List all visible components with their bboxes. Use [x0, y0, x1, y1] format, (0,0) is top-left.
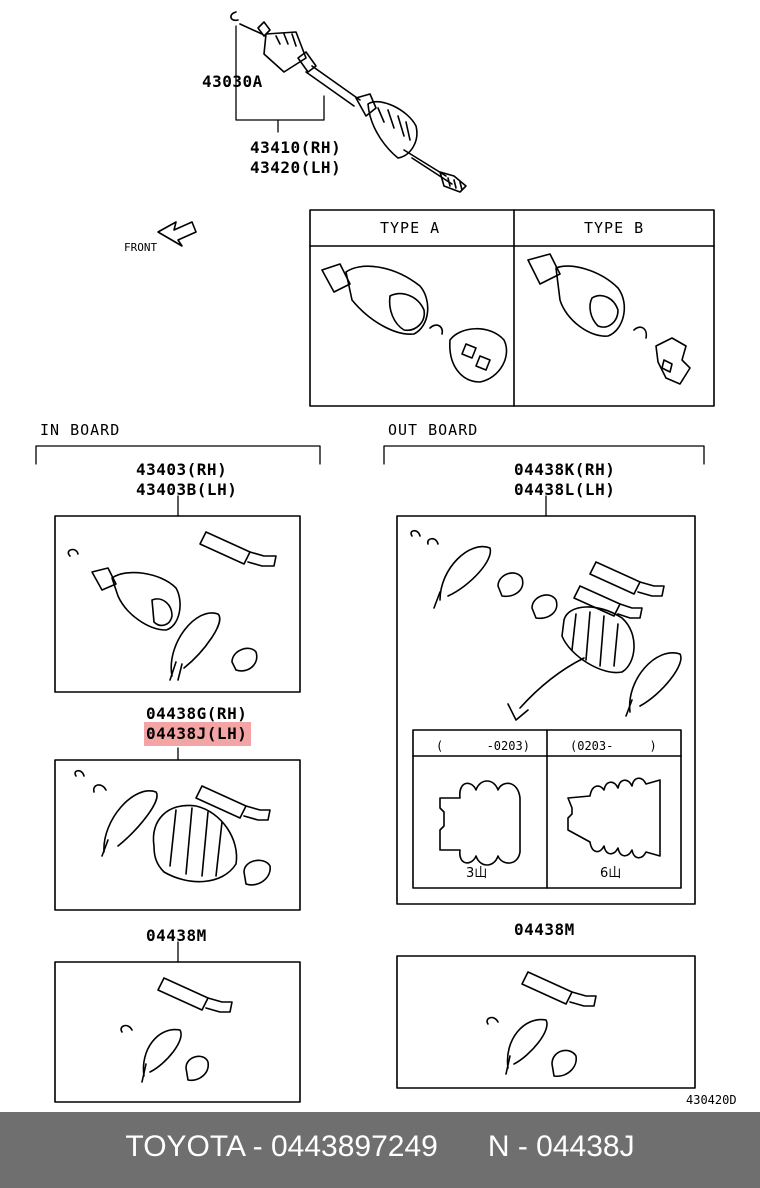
label-period-after: (0203- )	[570, 739, 657, 753]
footer-brand-part-number: TOYOTA - 0443897249	[125, 1130, 438, 1163]
label-type-b: TYPE B	[584, 219, 645, 237]
label-outboard-kit[interactable]: 04438M	[514, 920, 575, 939]
footer-bar: TOYOTA - 0443897249 N - 04438J	[0, 1112, 760, 1188]
label-type-a: TYPE A	[380, 219, 441, 237]
label-outboard-boot-rh[interactable]: 04438K(RH)	[514, 460, 616, 479]
label-front: FRONT	[124, 241, 158, 254]
type-a-joint-illustration	[321, 263, 508, 383]
shaft-leader-lines	[235, 25, 325, 133]
type-b-joint-illustration	[527, 253, 691, 385]
outboard-kit-box	[396, 955, 696, 1089]
inboard-boot-box	[54, 759, 301, 911]
inboard-bracket	[35, 445, 321, 517]
outboard-boot-box	[396, 515, 696, 905]
label-out-board: OUT BOARD	[388, 421, 479, 439]
diagram-code: 430420D	[686, 1093, 737, 1107]
label-inboard-boot-lh-highlighted[interactable]: 04438J(LH)	[144, 722, 252, 746]
label-inboard-boot-rh[interactable]: 04438G(RH)	[146, 704, 248, 723]
footer-text: TOYOTA - 0443897249 N - 04438J	[0, 1130, 760, 1164]
label-top-assembly[interactable]: 43030A	[202, 72, 263, 91]
label-inboard-kit[interactable]: 04438M	[146, 926, 207, 945]
label-shaft-lh[interactable]: 43420(LH)	[250, 158, 342, 177]
drive-shaft-illustration	[230, 11, 467, 193]
front-arrow-icon	[157, 221, 197, 247]
label-period-before: ( -0203)	[436, 739, 530, 753]
label-boot-6-fold: 6山	[600, 866, 622, 881]
label-boot-3-fold: 3山	[466, 866, 488, 881]
label-in-board: IN BOARD	[40, 421, 121, 439]
label-inboard-joint-rh[interactable]: 43403(RH)	[136, 460, 228, 479]
inboard-joint-box	[54, 515, 301, 693]
label-outboard-boot-lh[interactable]: 04438L(LH)	[514, 480, 616, 499]
type-box	[309, 209, 715, 407]
footer-ref-number: N - 04438J	[487, 1130, 635, 1163]
label-shaft-rh[interactable]: 43410(RH)	[250, 138, 342, 157]
label-inboard-joint-lh[interactable]: 43403B(LH)	[136, 480, 238, 499]
outboard-bracket	[383, 445, 705, 517]
inboard-kit-box	[54, 961, 301, 1103]
